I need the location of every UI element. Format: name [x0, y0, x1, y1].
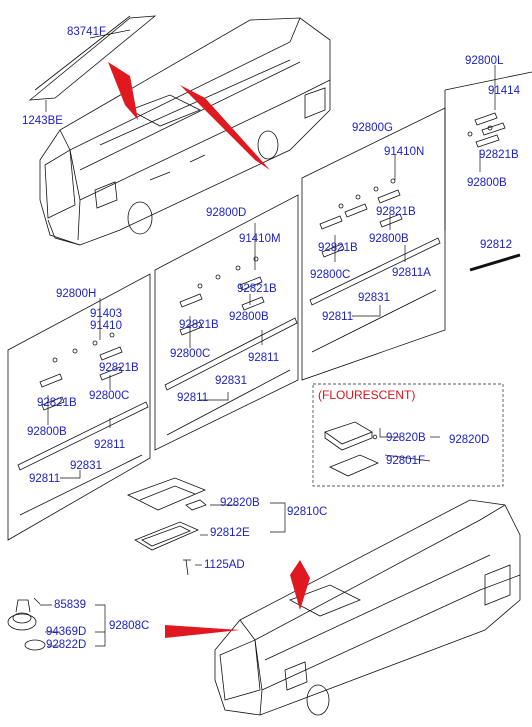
label-1243BE: 1243BE [22, 115, 63, 127]
label-92810C: 92810C [287, 506, 328, 518]
part-92812-strip [469, 253, 521, 272]
label-92831-D: 92831 [215, 375, 247, 387]
label-92800L: 92800L [465, 55, 504, 67]
panel-92800D-outline [154, 194, 299, 451]
label-92808C: 92808C [109, 620, 150, 632]
label-92801F: 92801F [386, 455, 426, 467]
label-92821B-D: 92821B [237, 283, 277, 295]
label-92831-G: 92831 [358, 292, 390, 304]
label-92820D: 92820D [449, 434, 490, 446]
part-92810C-group [126, 477, 207, 576]
label-92800G: 92800G [352, 122, 393, 134]
label-92812: 92812 [480, 239, 512, 251]
label-92800H: 92800H [56, 288, 97, 300]
label-92821B-H: 92821B [99, 362, 139, 374]
label-92821B-D2: 92821B [179, 319, 219, 331]
label-92821B-G: 92821B [376, 206, 416, 218]
bus-top-illustration [28, 15, 331, 246]
label-92800C-H: 92800C [89, 390, 130, 402]
bus-bottom-illustration [214, 499, 521, 716]
label-92812E: 92812E [210, 527, 250, 539]
label-91410N: 91410N [384, 146, 425, 158]
label-92811-D: 92811 [248, 352, 280, 364]
label-92811-H2: 92811 [29, 473, 61, 485]
flourescent-lamp [324, 421, 379, 477]
part-92808C-group [7, 597, 46, 651]
flourescent-box [312, 383, 504, 487]
label-85839: 85839 [54, 599, 86, 611]
label-92811-D2: 92811 [177, 392, 209, 404]
label-91414: 91414 [488, 85, 520, 97]
label-92821B-G2: 92821B [318, 242, 358, 254]
label-92820B: 92820B [386, 432, 426, 444]
panel-92800H-outline [7, 273, 151, 541]
label-92811-G: 92811 [322, 311, 354, 323]
label-92800D: 92800D [206, 207, 247, 219]
label-flourescent: (FLOURESCENT) [318, 388, 416, 402]
leader-lines [40, 29, 496, 647]
label-92821B-H2: 92821B [37, 397, 77, 409]
panel-92800G-outline [301, 107, 446, 381]
label-92800C-D: 92800C [170, 348, 211, 360]
label-92800B-G: 92800B [369, 233, 409, 245]
label-91403: 91403 [90, 308, 122, 320]
label-91410M: 91410M [239, 233, 281, 245]
label-92821B-L: 92821B [479, 149, 519, 161]
label-92822D: 92822D [46, 639, 87, 651]
panel-92800G-parts [309, 178, 441, 353]
label-92800C-G: 92800C [310, 269, 351, 281]
panel-92800H-parts [17, 332, 149, 516]
label-83741F: 83741F [67, 26, 107, 38]
label-92811-H: 92811 [94, 439, 126, 451]
label-94369D: 94369D [46, 626, 87, 638]
panel-92800L-parts [467, 112, 506, 148]
label-92800B-D: 92800B [229, 311, 269, 323]
panel-92800D-parts [164, 256, 298, 436]
label-92811A: 92811A [392, 267, 431, 279]
label-92800B-L: 92800B [467, 177, 507, 189]
label-1125AD: 1125AD [204, 559, 245, 571]
label-92820B-2: 92820B [220, 497, 260, 509]
label-91410: 91410 [90, 320, 122, 332]
label-92831-H: 92831 [70, 460, 102, 472]
red-callout-arrows [108, 62, 310, 638]
label-92800B-H: 92800B [27, 426, 67, 438]
